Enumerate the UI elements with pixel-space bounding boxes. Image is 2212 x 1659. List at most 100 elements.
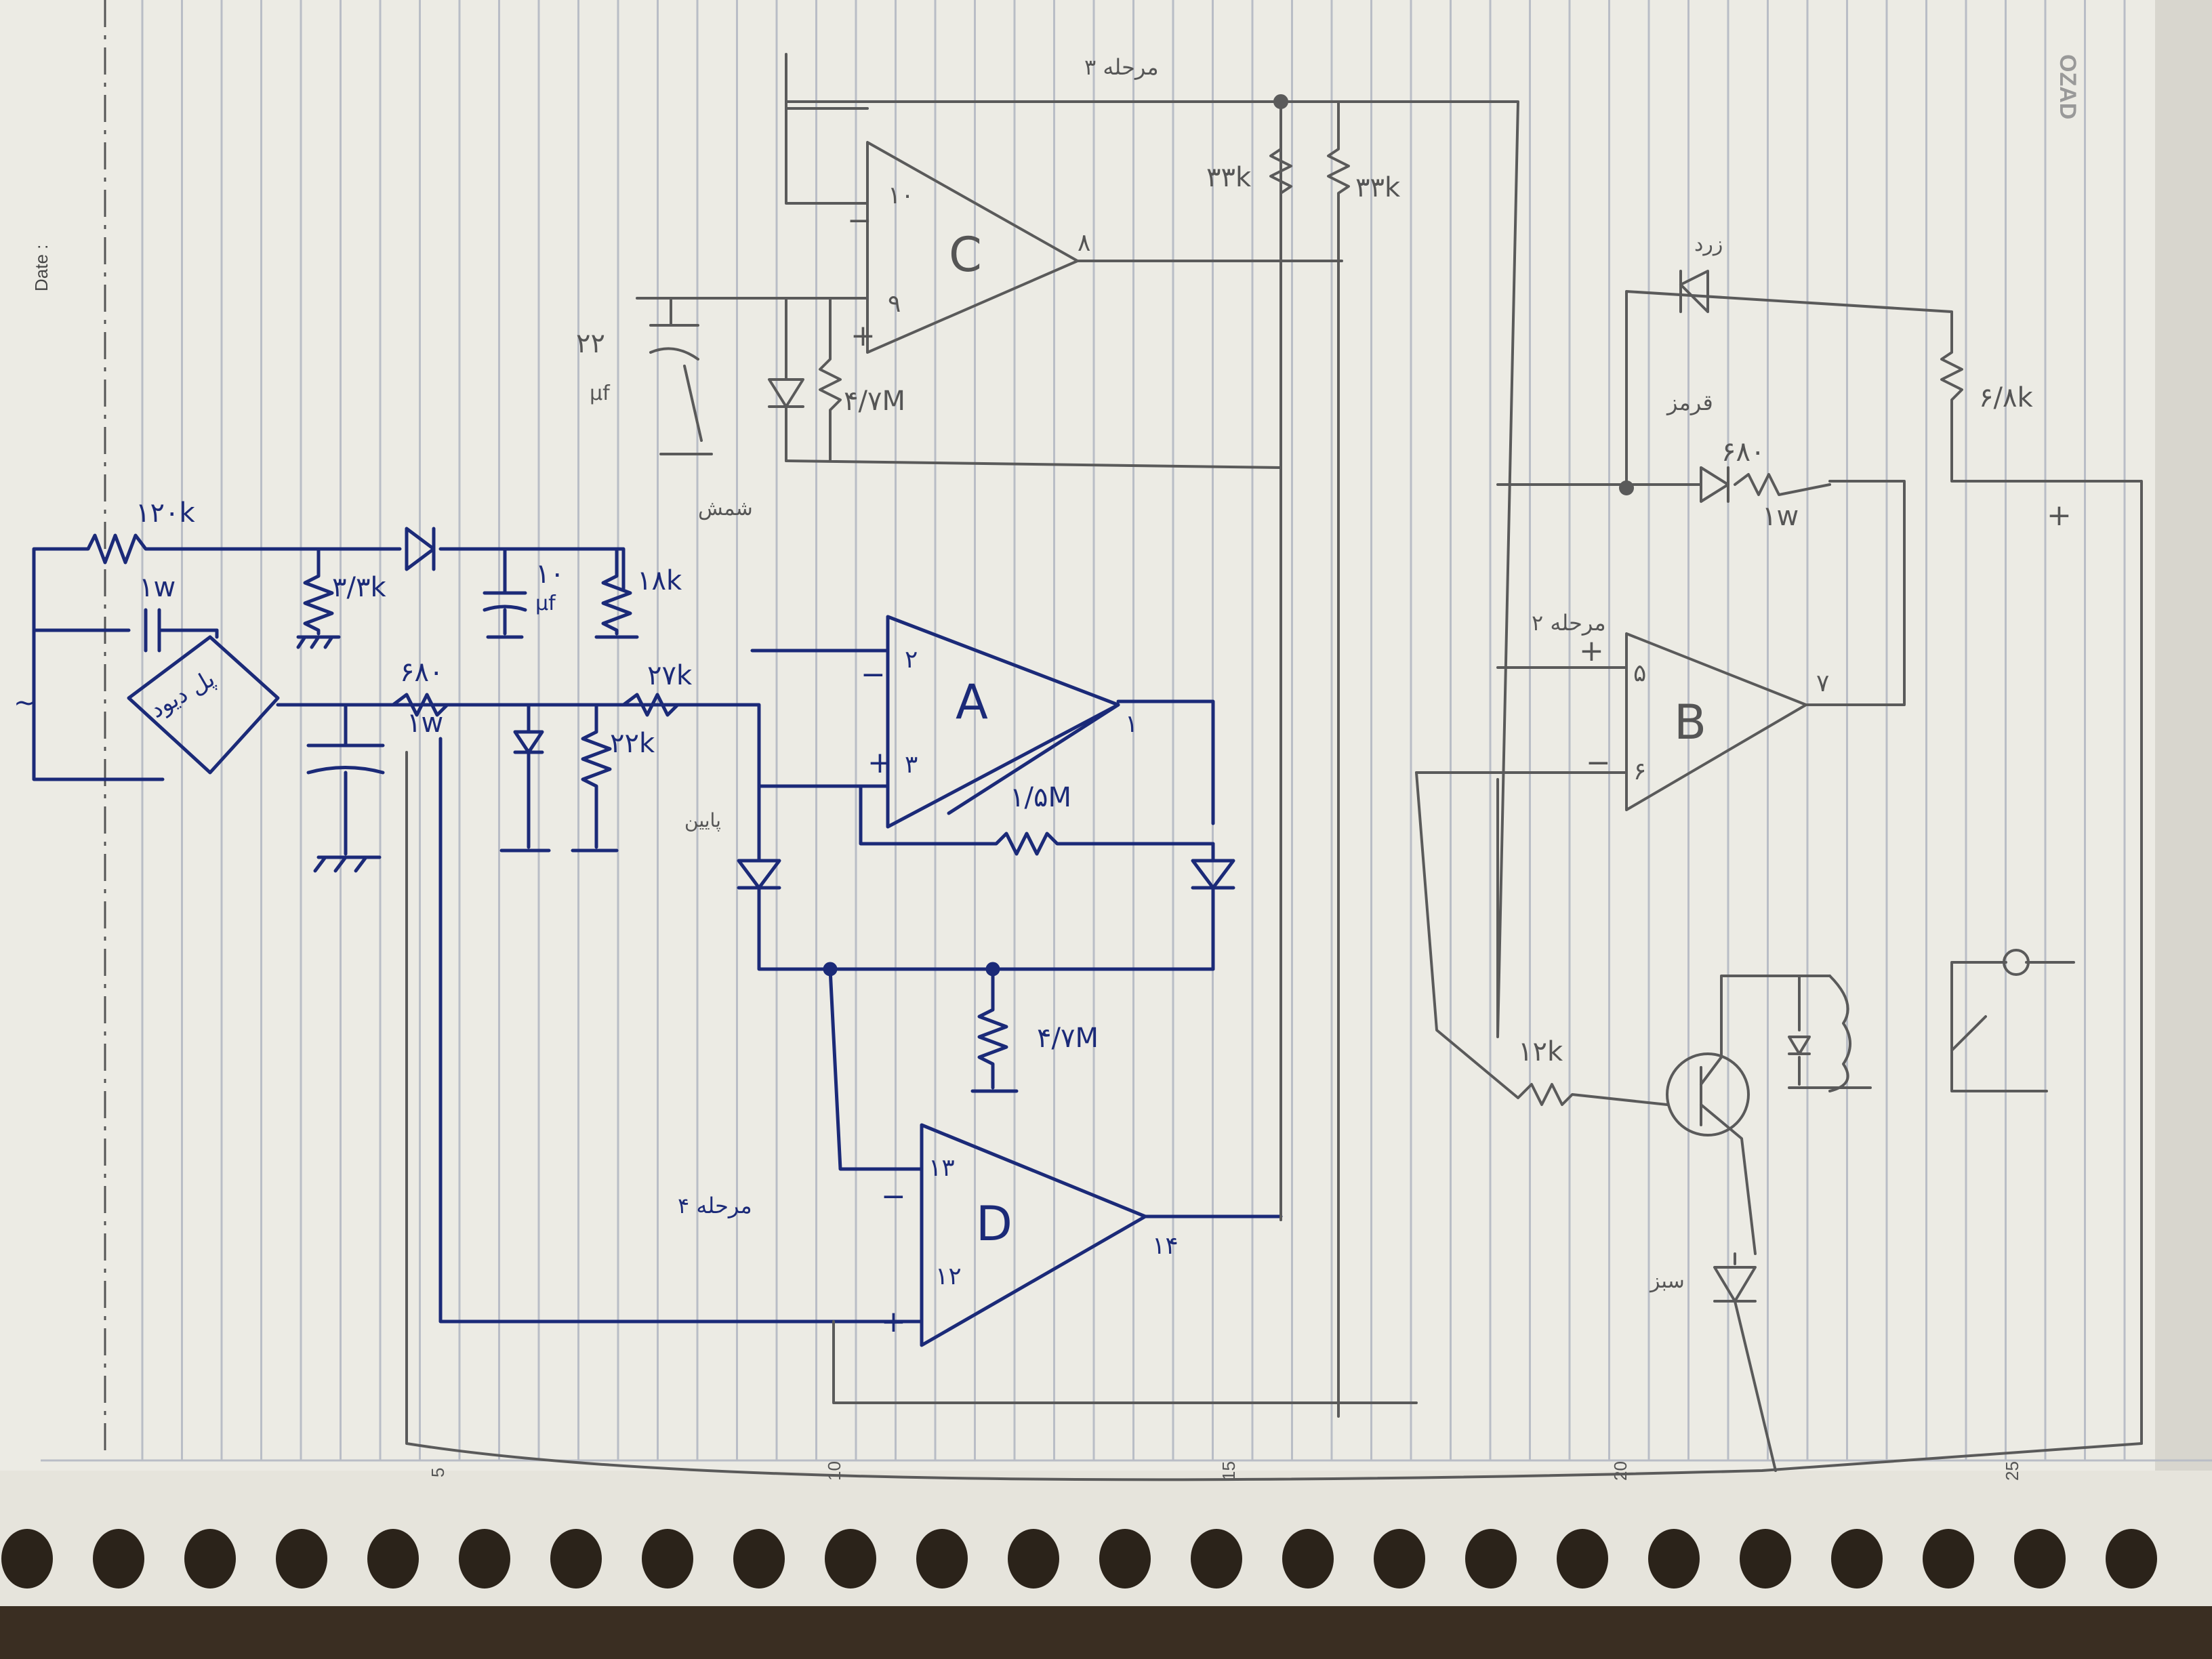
resistor-1.5m	[859, 784, 1215, 856]
transistor-leads	[1700, 975, 1831, 1255]
opamp-a-name: A	[956, 674, 988, 730]
opamp-d	[920, 1123, 1147, 1347]
label-r-18k: ۱۸k	[637, 565, 682, 596]
opamp-b-pin-neg: ۶	[1633, 758, 1646, 785]
opamp-a	[886, 615, 1120, 829]
label-r-12k: ۱۲k	[1518, 1036, 1563, 1067]
ink-circuit	[32, 527, 1283, 1347]
capacitor-filter	[306, 703, 385, 873]
binder-hole	[367, 1529, 419, 1589]
label-r-4.7m: ۴/۷M	[1037, 1023, 1099, 1054]
label-stage-4: مرحله ۴	[678, 1193, 752, 1218]
opamp-b-pin-pos: ۵	[1633, 659, 1646, 687]
binder-hole	[276, 1529, 327, 1589]
label-r-680: ۶۸۰	[400, 657, 443, 688]
opamp-d-pin-neg: ۱۳	[928, 1154, 955, 1182]
label-r-1.5m: ۱/۵M	[1010, 782, 1071, 813]
label-r-33k-a: ۳۳k	[1206, 162, 1252, 193]
binder-hole	[1191, 1529, 1242, 1589]
margin-number-5: 5	[428, 1468, 448, 1477]
junction-top	[1273, 94, 1288, 109]
opamp-d-minus: −	[881, 1179, 906, 1214]
opamp-b-pin-out: ۷	[1816, 670, 1829, 697]
binder-hole	[642, 1529, 693, 1589]
opamp-d-name: D	[976, 1196, 1012, 1252]
led-yellow	[1679, 270, 1709, 313]
opamp-c-name: C	[949, 227, 982, 283]
label-cap-10-uf: μf	[535, 592, 556, 615]
opamp-d-pin-pos: ۱۲	[935, 1263, 962, 1290]
margin-number-25: 25	[2002, 1461, 2022, 1481]
label-shimsh: شمش	[698, 497, 753, 520]
binder-hole	[2014, 1529, 2066, 1589]
paper	[0, 0, 2212, 1559]
label-stage-3: مرحله ۳	[1084, 54, 1159, 80]
zener-top	[405, 527, 436, 571]
label-r-33k-b: ۳۳k	[1355, 172, 1401, 203]
wire-ac-bottom	[32, 676, 165, 781]
label-r-680-b-w: ۱w	[1762, 501, 1799, 532]
led-green	[1713, 1252, 1777, 1472]
label-led-green: سبز	[1649, 1269, 1685, 1293]
opamp-c-pin-neg: ۱۰	[888, 182, 914, 209]
binder-hole	[459, 1529, 510, 1589]
label-r-6.8k: ۶/۸k	[1979, 382, 2033, 413]
margin-number-10: 10	[824, 1461, 844, 1481]
binder-hole	[916, 1529, 968, 1589]
capacitor-10uf	[483, 547, 527, 639]
opamp-a-pin-out: ۱	[1125, 710, 1138, 738]
binder-hole	[1557, 1529, 1608, 1589]
rail-plus: +	[2047, 498, 2072, 533]
binder-hole	[1831, 1529, 1883, 1589]
label-r-680-w: ۱w	[407, 708, 443, 739]
binding-strip	[0, 1471, 2212, 1606]
relay-contact	[1950, 961, 2075, 1092]
label-r-input: ۱۲۰k	[136, 497, 195, 529]
paper-edge	[2155, 0, 2212, 1559]
binder-holes	[1, 1529, 2157, 1589]
opamp-a-plus: +	[867, 745, 893, 780]
opamp-a-pin-pos: ۳	[905, 751, 918, 779]
label-stage-2: مرحله ۲	[1532, 610, 1606, 636]
opamp-d-plus: +	[881, 1305, 906, 1339]
binder-hole	[1923, 1529, 1974, 1589]
opamp-b-minus: −	[1586, 745, 1611, 780]
opamp-c-minus: −	[847, 203, 872, 238]
diode-bridge	[127, 635, 280, 775]
opamp-a-inputs	[716, 649, 890, 788]
led-loop	[1625, 290, 2143, 1445]
opamp-a-minus: −	[861, 657, 886, 692]
binder-hole	[825, 1529, 876, 1589]
binder-hole	[1465, 1529, 1517, 1589]
label-cap-22: ۲۲	[576, 328, 605, 359]
led-red	[1496, 466, 1831, 503]
opamp-c-pin-out: ۸	[1078, 229, 1090, 257]
label-cap-22-uf: μf	[590, 382, 611, 405]
wire-input-top	[32, 533, 293, 680]
brand-logo: OZAD	[2055, 54, 2081, 119]
binder-hole	[93, 1529, 144, 1589]
label-r-4.7m-c: ۴/۷M	[844, 386, 905, 417]
resistors-33k	[1269, 100, 1350, 1418]
label-ac: ~	[14, 687, 37, 718]
binder-hole	[184, 1529, 236, 1589]
binder-hole	[1, 1529, 53, 1589]
date-label: Date :	[31, 245, 52, 291]
binder-hole	[1374, 1529, 1425, 1589]
opamp-d-pin-out: ۱۴	[1152, 1232, 1179, 1260]
diode-left	[737, 784, 1215, 971]
capacitor-1w	[32, 608, 219, 653]
binder-hole	[2106, 1529, 2157, 1589]
label-r-3.3k: ۳/۳k	[332, 572, 386, 603]
opamp-c-wires	[785, 107, 1343, 262]
wire-top-rail	[289, 547, 626, 592]
label-cap-10: ۱۰	[535, 558, 565, 590]
resistor-27k	[621, 693, 720, 717]
pencil-circuit	[405, 53, 2143, 1481]
pencil-bottom-wires	[405, 751, 2143, 1481]
label-r-27k: ۲۷k	[647, 660, 693, 691]
opamp-b	[1625, 632, 1807, 811]
relay-coil-diode	[1788, 975, 1872, 1092]
opamp-b-wires	[1415, 480, 1906, 774]
binder-hole	[550, 1529, 602, 1589]
